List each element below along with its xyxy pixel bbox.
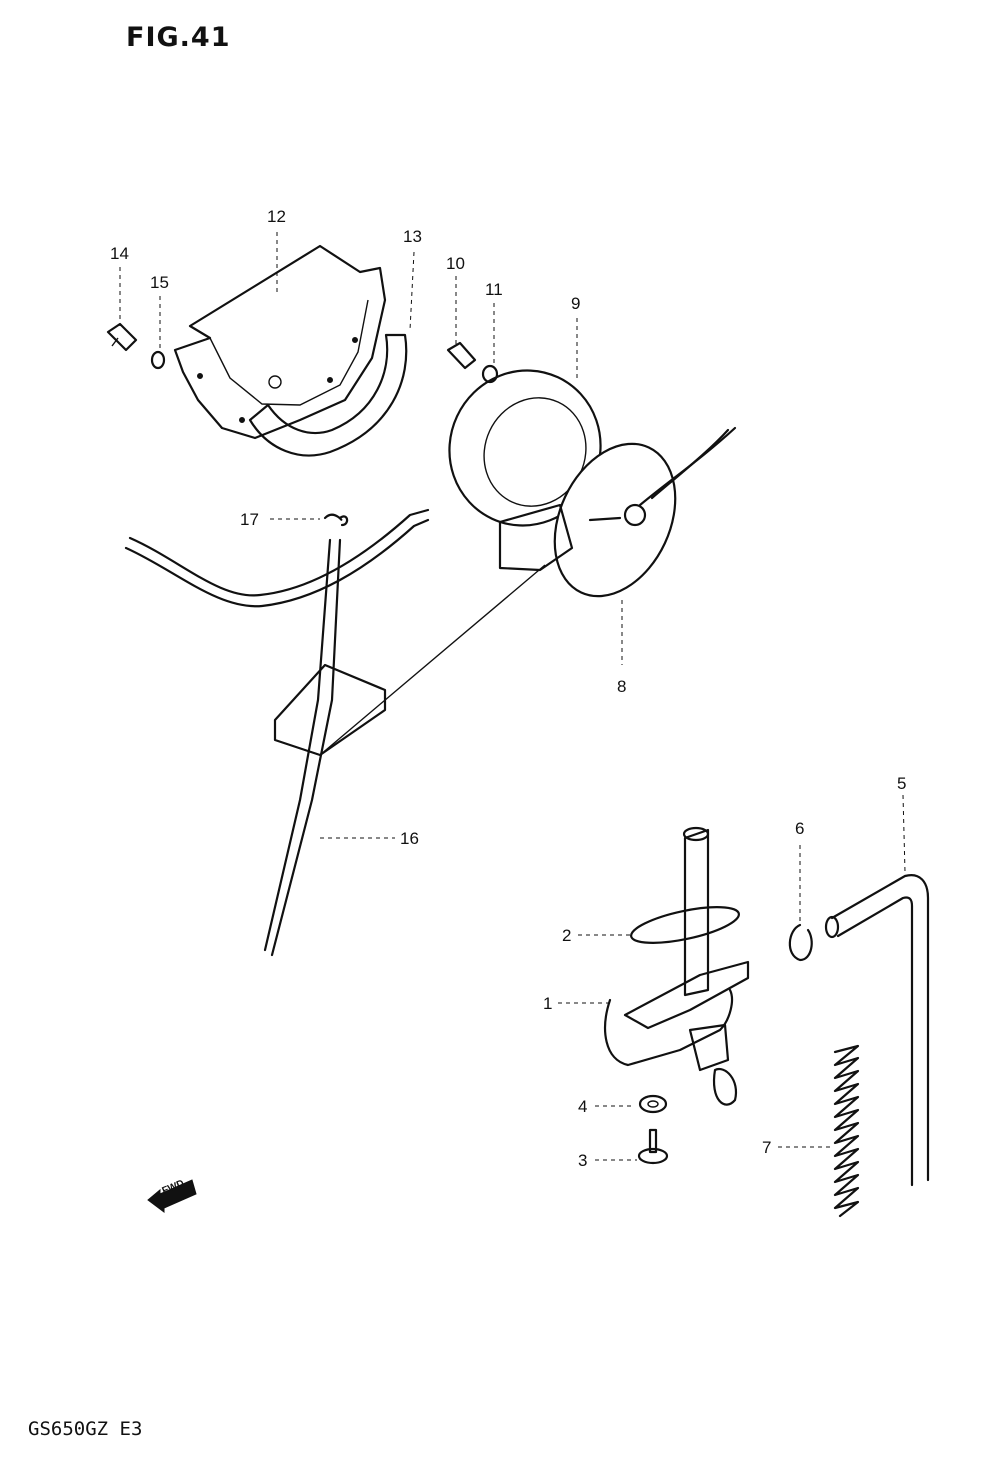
part-label-15: 15: [150, 273, 169, 292]
wiring-harness-icon: [124, 508, 546, 957]
fuel-hose-icon: [824, 874, 930, 1187]
part-label-5: 5: [897, 774, 907, 793]
part-label-12: 12: [267, 207, 286, 226]
figure-title: FIG.41: [126, 22, 231, 53]
washer-icon: [638, 1094, 668, 1114]
cushion-icon: [248, 333, 408, 457]
screw-icon: [637, 1128, 669, 1165]
part-label-4: 4: [578, 1097, 588, 1116]
cover-icon: [173, 244, 387, 440]
part-label-11: 11: [485, 280, 503, 299]
part-label-2: 2: [562, 926, 572, 945]
clip-icon: [788, 923, 813, 962]
screw-icon: [446, 341, 477, 370]
part-label-14: 14: [110, 244, 129, 263]
part-label-9: 9: [571, 294, 581, 313]
clamp-icon: [323, 513, 349, 527]
washer-icon: [481, 364, 499, 384]
part-label-3: 3: [578, 1151, 588, 1170]
part-label-6: 6: [795, 819, 805, 838]
part-label-10: 10: [446, 254, 465, 273]
part-label-13: 13: [403, 227, 422, 246]
forward-direction-arrow-icon: [147, 1179, 197, 1213]
part-label-16: 16: [400, 829, 419, 848]
part-label-1: 1: [543, 994, 553, 1013]
model-code: GS650GZ E3: [28, 1418, 143, 1440]
fuel-gauge-plate-icon: [498, 426, 737, 598]
part-label-8: 8: [617, 677, 627, 696]
o-ring-icon: [630, 906, 740, 944]
fuel-cock-icon: [604, 826, 750, 1106]
spring-icon: [833, 1044, 860, 1218]
part-label-17: 17: [240, 510, 259, 529]
screw-icon: [106, 322, 138, 352]
part-label-7: 7: [762, 1138, 772, 1157]
washer-icon: [150, 350, 166, 370]
